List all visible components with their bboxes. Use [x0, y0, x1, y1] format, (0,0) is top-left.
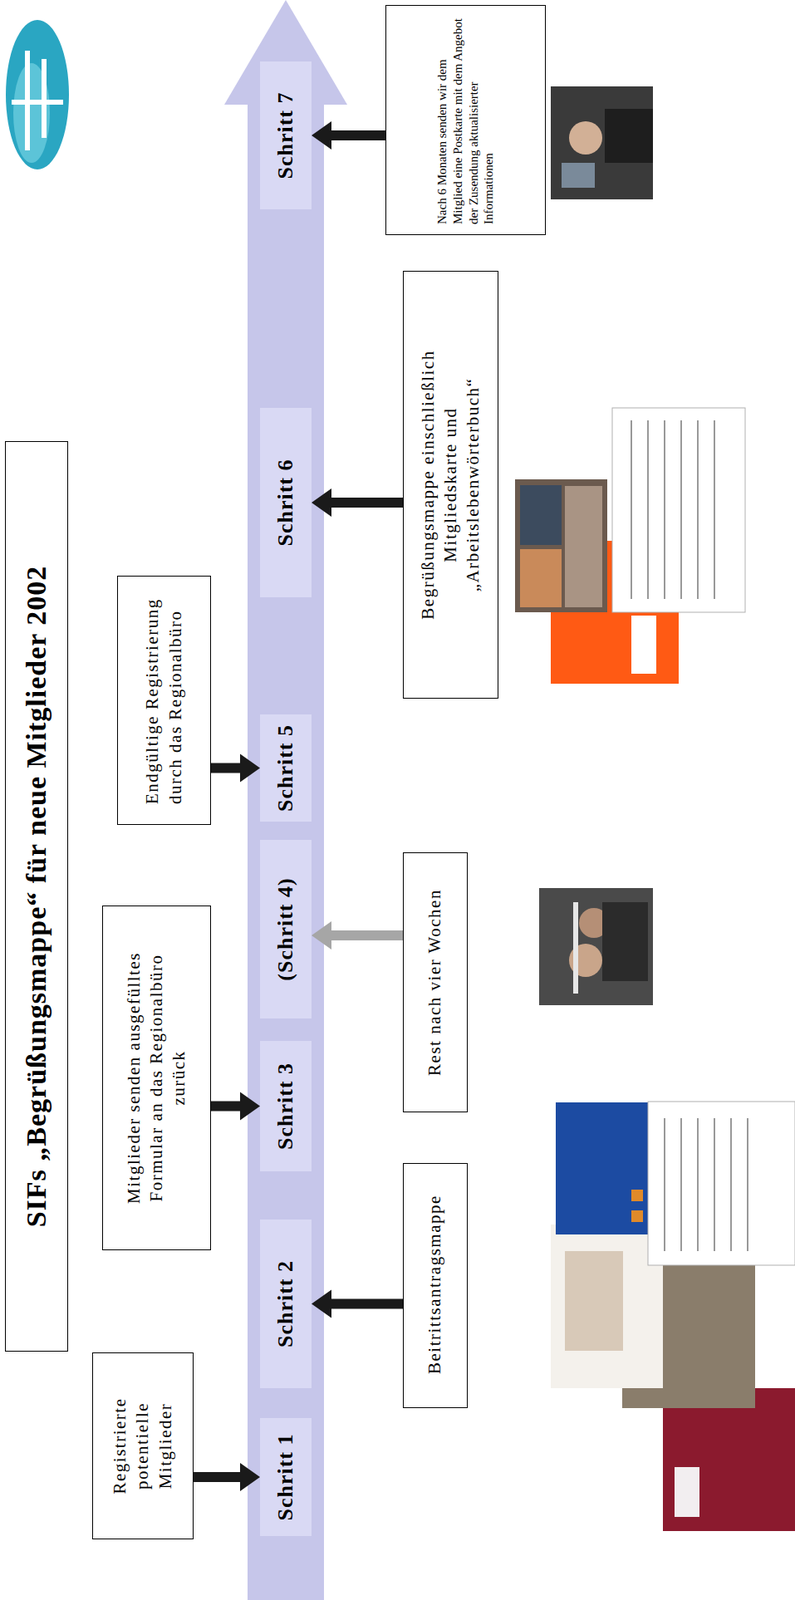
process-box: Begrüßungsmappe einschließlich Mitglieds… — [402, 270, 499, 699]
step-box: Schritt 2 — [260, 1219, 312, 1389]
box-text: Endgültige Registrierung durch das Regio… — [141, 596, 187, 805]
connector-arrow — [193, 1462, 261, 1492]
brochure-pictures — [550, 1101, 795, 1532]
welcome-pack-pictures — [515, 407, 746, 684]
step-box: (Schritt 4) — [260, 839, 312, 1019]
box-text: Schritt 5 — [273, 724, 299, 812]
connector-arrow — [311, 921, 403, 950]
timeline-band — [247, 99, 324, 1600]
process-box: Mitglieder senden ausgefülltes Formular … — [102, 905, 212, 1251]
box-text: Beitrittsantragsmappe — [423, 1197, 447, 1375]
logo — [5, 19, 69, 170]
step-box: Schritt 1 — [260, 1418, 312, 1537]
step-box: Schritt 6 — [260, 407, 312, 598]
box-text: Registrierte potentielle Mitglieder — [108, 1386, 177, 1506]
step-box: Schritt 5 — [260, 714, 312, 822]
connector-arrow — [311, 1290, 403, 1319]
box-text: Schritt 1 — [273, 1432, 299, 1521]
title-box: SIFs „Begrüßungsmappe“ für neue Mitglied… — [4, 441, 69, 1352]
box-text: Schritt 2 — [273, 1260, 299, 1348]
process-box: Beitrittsantragsmappe — [402, 1163, 468, 1409]
box-text: Schritt 6 — [273, 458, 299, 546]
box-text: Begrüßungsmappe einschließlich Mitglieds… — [417, 304, 486, 665]
process-box: Endgültige Registrierung durch das Regio… — [117, 575, 212, 825]
photo — [550, 86, 653, 200]
connector-arrow — [311, 121, 386, 150]
box-text: (Schritt 4) — [273, 877, 299, 981]
step-box: Schritt 7 — [260, 61, 312, 210]
box-text: Schritt 3 — [273, 1062, 299, 1150]
process-box: Nach 6 Monaten senden wir dem Mitglied e… — [385, 4, 546, 236]
title-text: SIFs „Begrüßungsmappe“ für neue Mitglied… — [20, 565, 53, 1228]
box-text: Rest nach vier Wochen — [423, 886, 447, 1079]
step-box: Schritt 3 — [260, 1040, 312, 1172]
process-box: Registrierte potentielle Mitglieder — [92, 1352, 194, 1540]
process-box: Rest nach vier Wochen — [402, 852, 468, 1113]
photo — [539, 888, 653, 1006]
connector-arrow — [211, 1092, 261, 1121]
box-text: Schritt 7 — [273, 91, 299, 179]
box-text: Nach 6 Monaten senden wir dem Mitglied e… — [434, 15, 497, 225]
box-text: Mitglieder senden ausgefülltes Formular … — [122, 939, 192, 1217]
connector-arrow — [311, 488, 403, 517]
connector-arrow — [211, 754, 261, 783]
